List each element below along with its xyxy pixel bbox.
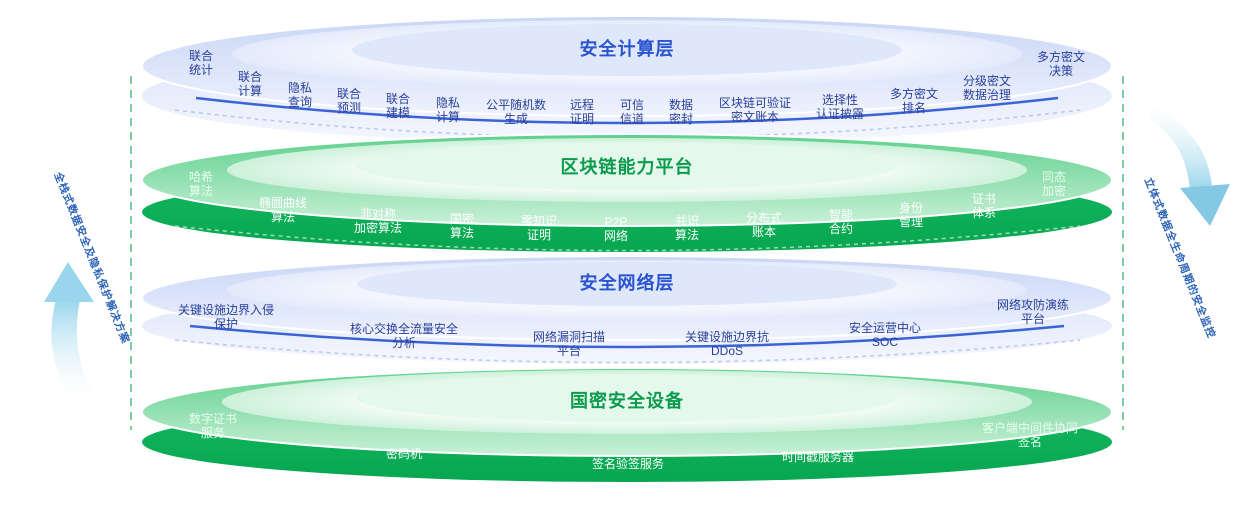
item-fair-random: 公平随机数 生成 [485, 98, 547, 126]
item-graded-governance: 分级密文 数据治理 [962, 74, 1012, 102]
item-zero-knowledge: 零知识 证明 [520, 214, 558, 242]
item-certificate-system: 证书 体系 [971, 192, 997, 220]
item-verifiable-ledger: 区块链可验证 密文账本 [718, 96, 792, 124]
item-trusted-channel: 可信 信道 [619, 98, 645, 126]
layer-title-blockchain: 区块链能力平台 [560, 157, 694, 177]
item-joint-modeling: 联合 建模 [385, 92, 411, 120]
item-asymmetric-encryption: 非对称 加密算法 [353, 207, 403, 235]
item-consensus: 共识 算法 [674, 214, 700, 242]
item-p2p-network: P2P 网络 [603, 215, 629, 243]
item-cyber-drill: 网络攻防演练 平台 [996, 298, 1070, 326]
item-border-intrusion: 关键设施边界入侵 保护 [177, 303, 275, 331]
layer-title-network: 安全网络层 [579, 273, 675, 293]
item-vuln-scan: 网络漏洞扫描 平台 [532, 330, 606, 358]
layer-compute-disc [141, 15, 1113, 144]
item-digital-certificate: 数字证书 服务 [188, 412, 238, 440]
item-soc: 安全运营中心 SOC [848, 321, 922, 349]
layer-title-compute: 安全计算层 [579, 39, 675, 59]
item-anti-ddos: 关键设施边界抗 DDoS [684, 330, 770, 358]
item-sign-verify: 签名验签服务 [591, 457, 665, 471]
item-joint-prediction: 联合 预测 [336, 87, 362, 115]
item-traffic-analysis: 核心交换全流量安全 分析 [349, 322, 459, 350]
item-private-query: 隐私 查询 [287, 81, 313, 109]
layer-blockchain-disc [141, 133, 1113, 252]
item-selective-disclosure: 选择性 认证披露 [815, 93, 865, 121]
item-hash-algorithm: 哈希 算法 [188, 170, 214, 198]
layer-crypto-device-disc [141, 367, 1113, 482]
layer-title-crypto-device: 国密安全设备 [570, 391, 684, 411]
item-data-sealing: 数据 密封 [668, 98, 694, 126]
item-smart-contract: 智能 合约 [828, 208, 854, 236]
right-curved-arrow [1150, 104, 1230, 226]
layer-network-disc [141, 255, 1113, 364]
item-sm-algorithm: 国密 算法 [449, 212, 475, 240]
item-identity-management: 身份 管理 [898, 201, 924, 229]
item-mpc-decision: 多方密文 决策 [1036, 50, 1086, 78]
item-joint-computing: 联合 计算 [237, 70, 263, 98]
item-mpc-ranking: 多方密文 排名 [889, 87, 939, 115]
item-joint-statistics: 联合 统计 [188, 49, 214, 77]
item-remote-attestation: 远程 证明 [569, 98, 595, 126]
item-distributed-ledger: 分布式 账本 [745, 211, 783, 239]
item-client-middleware: 客户端中间件协同 签名 [981, 421, 1079, 449]
item-timestamp-server: 时间戳服务器 [781, 450, 855, 464]
left-curved-arrow [44, 262, 94, 400]
item-elliptic-curve: 椭圆曲线 算法 [258, 196, 308, 224]
item-homomorphic-encryption: 同态 加密 [1041, 170, 1067, 198]
item-crypto-machine: 密码机 [385, 447, 423, 461]
item-private-computing: 隐私 计算 [435, 96, 461, 124]
